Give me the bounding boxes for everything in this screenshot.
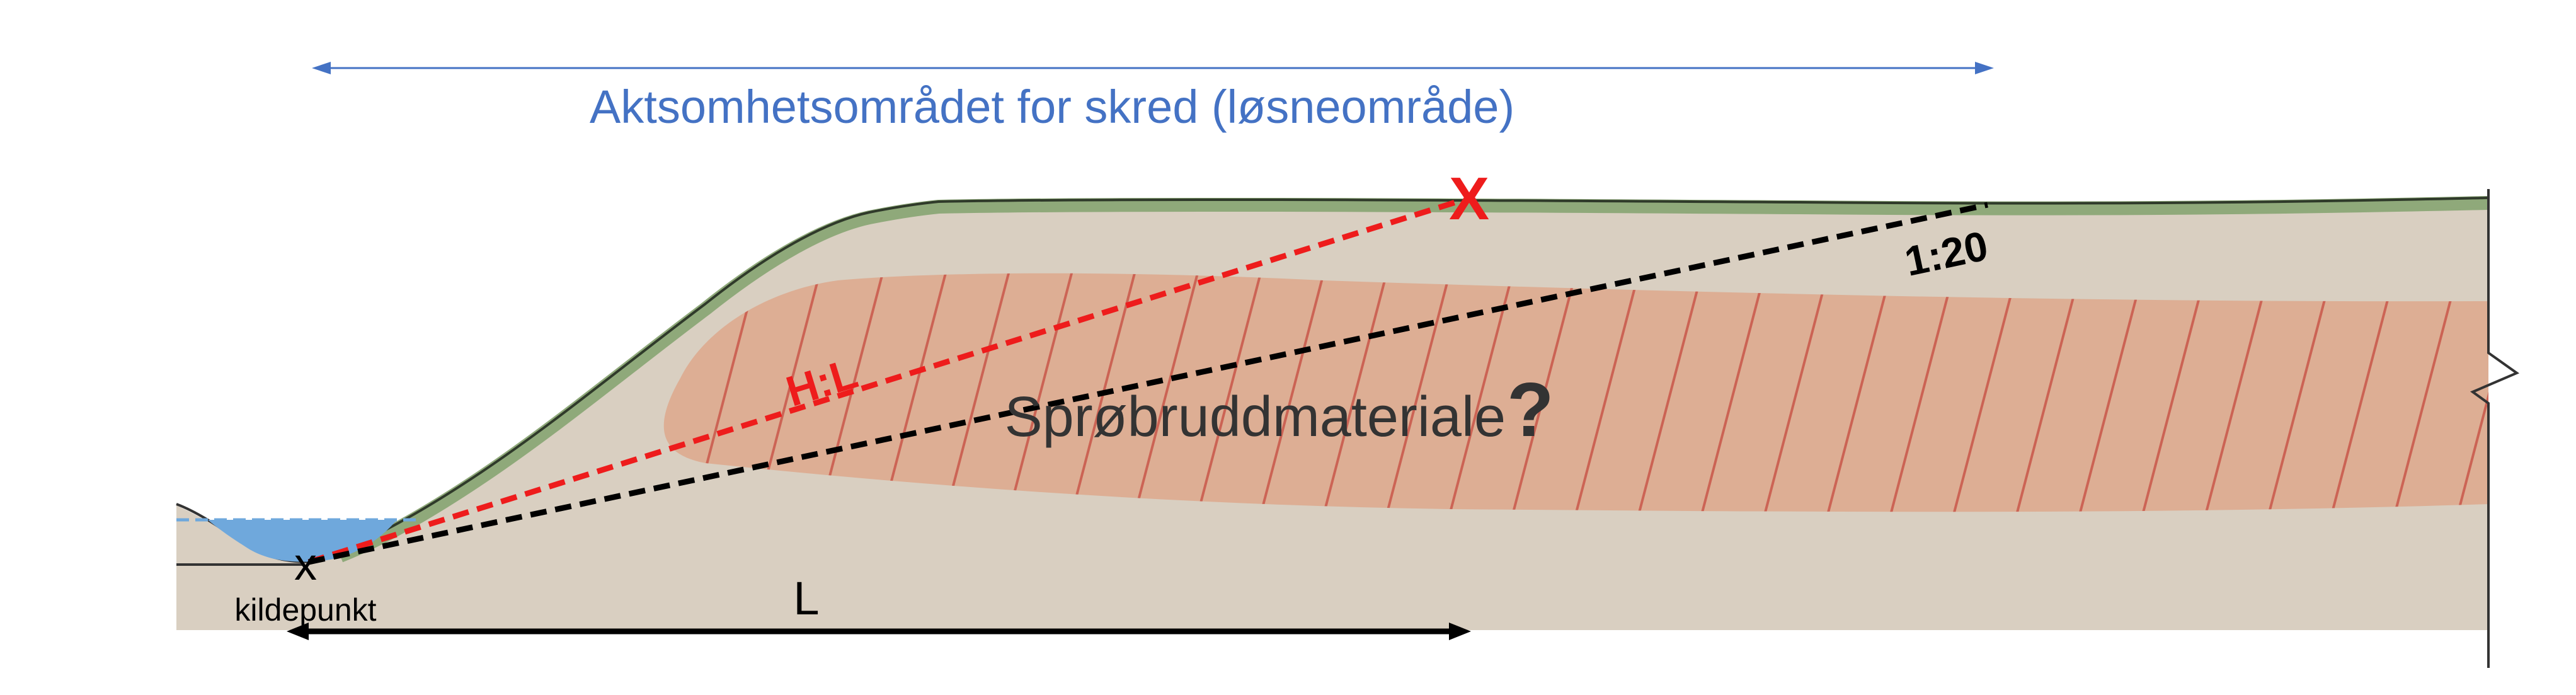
material-question-mark: ? — [1507, 367, 1554, 452]
terrain-outline — [340, 197, 2489, 552]
title-span-arrow — [312, 62, 1994, 74]
section-break-line — [2470, 189, 2520, 668]
source-point-label: kildepunkt — [234, 592, 376, 628]
l-distance-arrow — [287, 623, 1471, 640]
diagram-title: Aktsomhetsområdet for skred (løsneområde… — [590, 81, 1514, 133]
river-water — [208, 520, 397, 562]
one-to-twenty-line — [308, 202, 1988, 565]
material-label: Sprøbruddmateriale — [1005, 386, 1506, 449]
source-point-marker: x — [294, 539, 317, 590]
terrain-surface — [337, 196, 2489, 563]
release-point-marker: X — [1449, 165, 1489, 233]
distance-label: L — [793, 572, 819, 624]
